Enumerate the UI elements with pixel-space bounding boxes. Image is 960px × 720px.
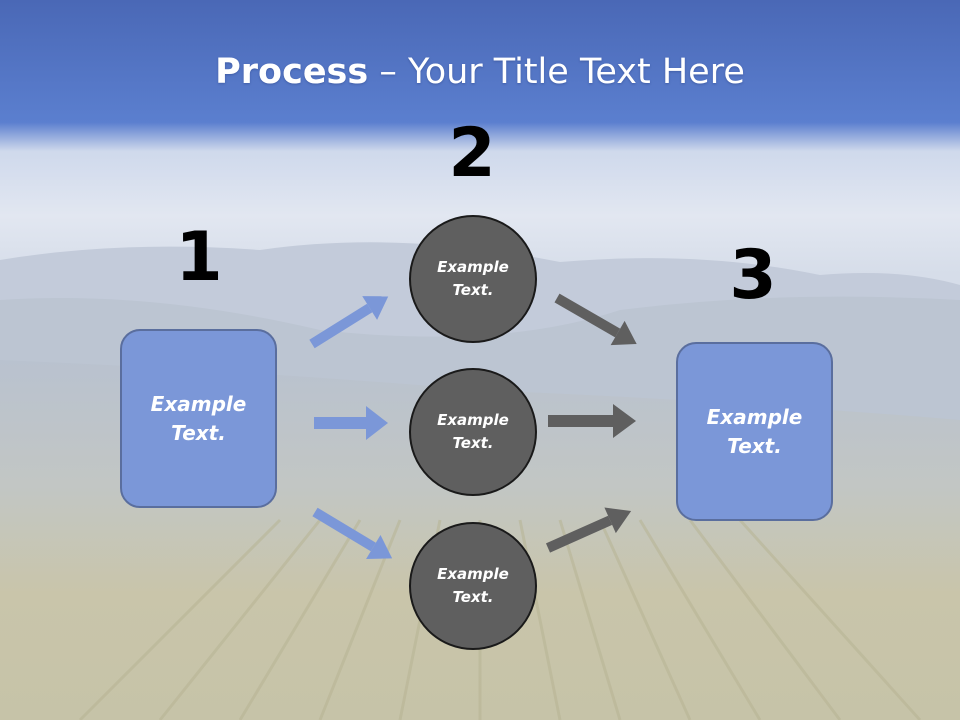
title-bold: Process [215,52,369,92]
circle-top-line1: Example [437,258,509,276]
circle-top-line2: Text. [452,281,494,299]
step-number-1: 1 [175,218,223,297]
step-2-circle-bottom: Example Text. [409,522,537,650]
step-3-box: Example Text. [676,342,833,521]
title-rest: – Your Title Text Here [368,52,745,92]
circle-bottom-line1: Example [437,565,509,583]
step-1-box: Example Text. [120,329,277,508]
step-number-2: 2 [448,114,496,193]
circle-bottom-line2: Text. [452,588,494,606]
slide-title: Process – Your Title Text Here [0,52,960,92]
circle-middle-line2: Text. [452,434,494,452]
step-2-circle-middle: Example Text. [409,368,537,496]
step-2-circle-top: Example Text. [409,215,537,343]
step-3-text-line1: Example [706,404,803,429]
circle-middle-line1: Example [437,411,509,429]
step-1-text-line2: Text. [171,420,226,445]
step-3-text-line2: Text. [727,433,782,458]
step-number-3: 3 [729,236,777,315]
step-1-text-line1: Example [150,391,247,416]
